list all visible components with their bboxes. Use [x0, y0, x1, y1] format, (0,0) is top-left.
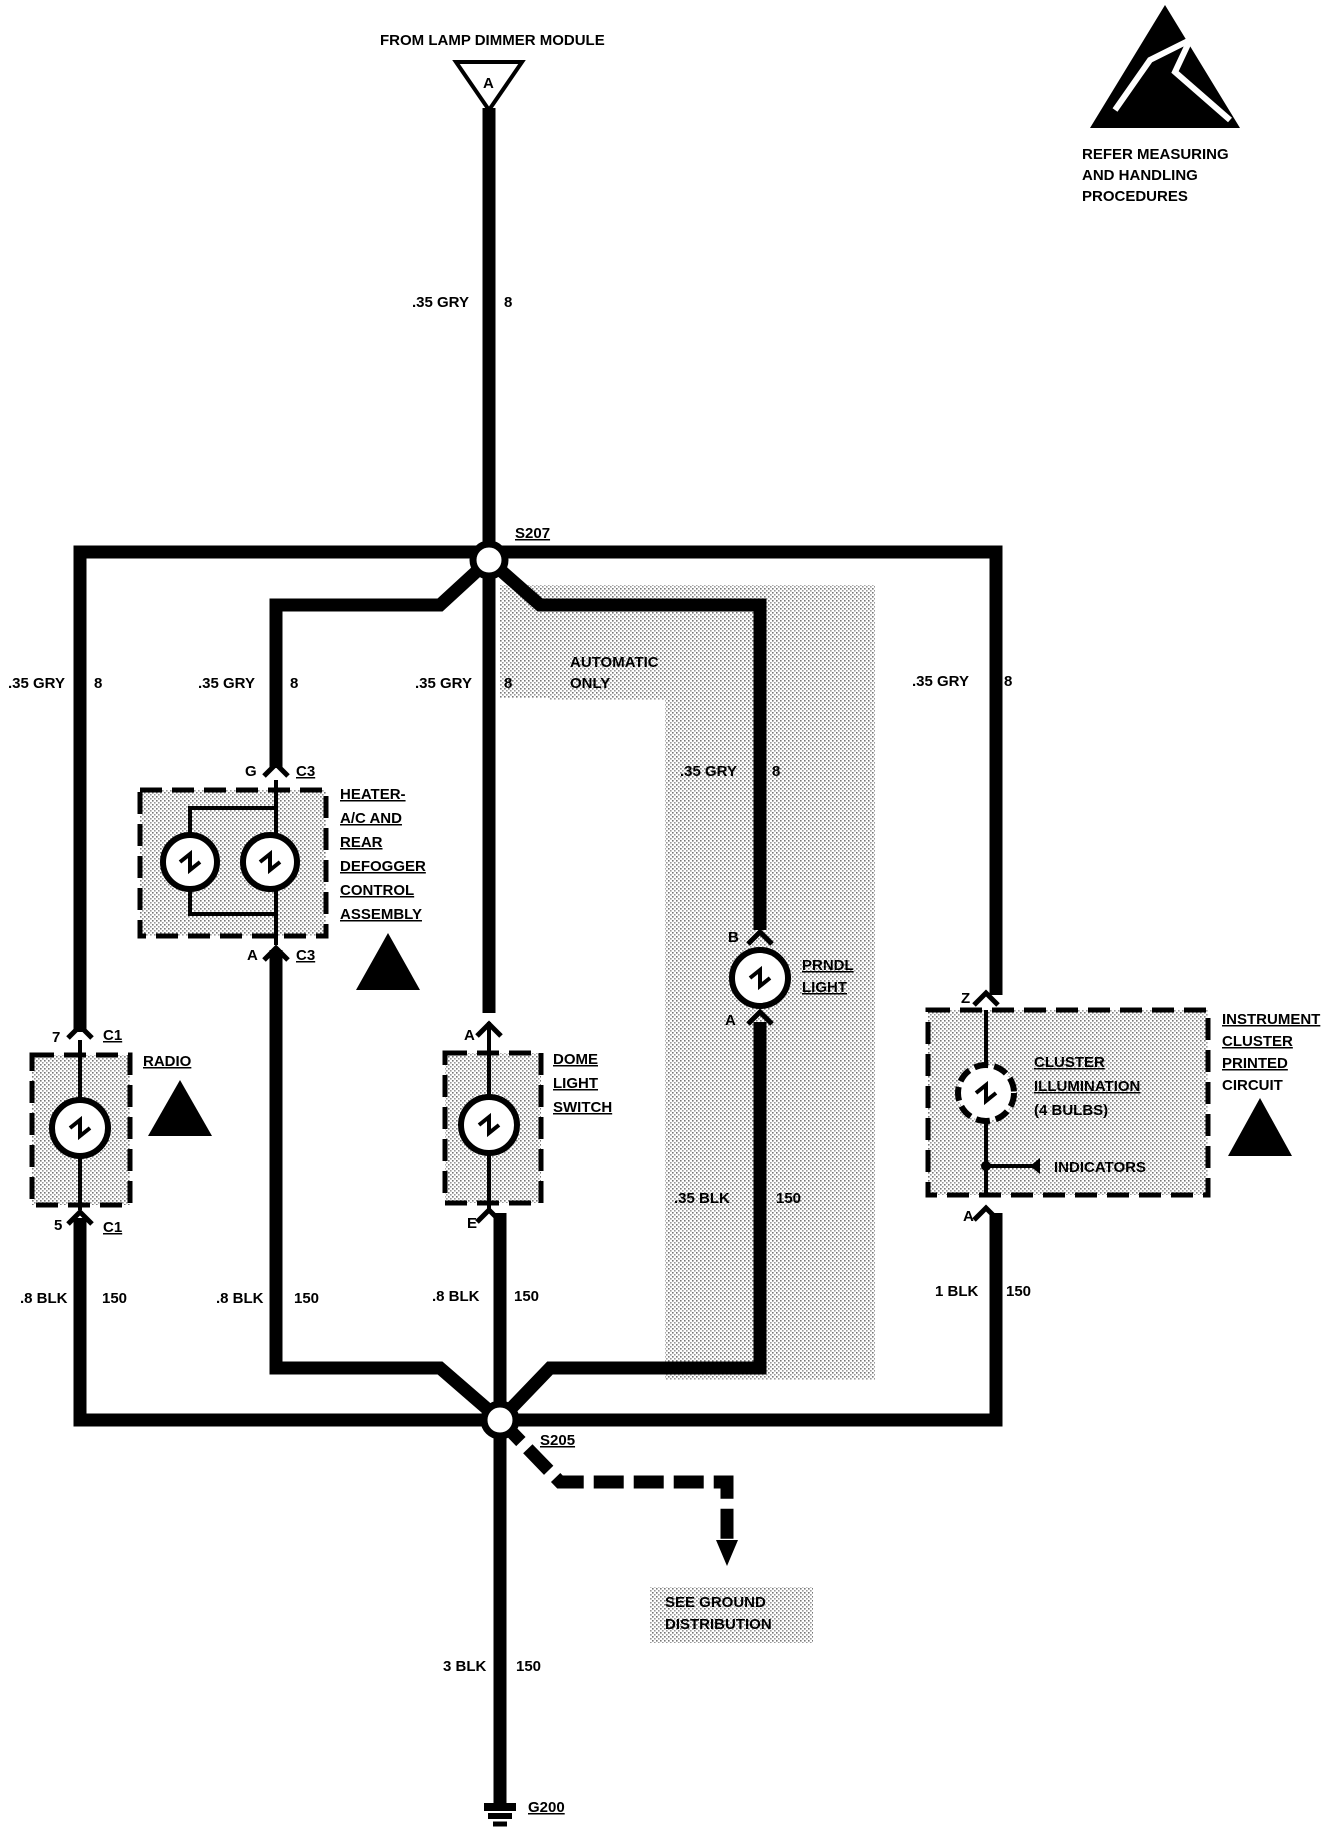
ground-distribution-arrow [716, 1540, 738, 1566]
prndl-component: B A PRNDL LIGHT [725, 928, 854, 1029]
cluster-name-line1: INSTRUMENT [1222, 1011, 1320, 1028]
radio-pin-top: 7 [52, 1029, 60, 1046]
prndl-pin-bottom: A [725, 1012, 736, 1029]
ground-label: G200 [528, 1799, 565, 1816]
heater-component: G C3 A C3 HEATER- A/C AND REAR DEFOGGER … [137, 760, 426, 990]
cluster-gnd-gauge: 1 BLK [935, 1283, 979, 1300]
cluster-feed-circuit: 8 [1004, 673, 1012, 690]
radio-component: 7 C1 5 C1 RADIO [29, 1022, 212, 1236]
heater-conn-bottom: C3 [296, 947, 315, 964]
feed-wires [73, 108, 1003, 1032]
heater-gnd-circuit: 150 [294, 1290, 319, 1307]
prndl-gnd-circuit: 150 [776, 1190, 801, 1207]
heater-name-line2: A/C AND [340, 810, 402, 827]
dome-pin-top: A [464, 1027, 475, 1044]
ground-distribution-line2: DISTRIBUTION [665, 1616, 772, 1633]
radio-name: RADIO [143, 1053, 192, 1070]
cluster-pin-top: Z [961, 990, 970, 1007]
radio-conn-top: C1 [103, 1027, 122, 1044]
dome-feed-gauge: .35 GRY [415, 675, 472, 692]
splice-s207 [469, 540, 509, 580]
heater-pin-top: G [245, 763, 257, 780]
main-gnd-gauge: 3 BLK [443, 1658, 487, 1675]
radio-pin-bottom: 5 [54, 1217, 62, 1234]
dome-component: A E DOME LIGHT SWITCH [442, 1020, 612, 1232]
dome-name-line1: DOME [553, 1051, 598, 1068]
dome-gnd-gauge: .8 BLK [432, 1288, 480, 1305]
cluster-sub-line3: (4 BULBS) [1034, 1102, 1108, 1119]
source-terminal-label: A [483, 75, 494, 92]
cluster-pin-bottom: A [963, 1208, 974, 1225]
splice-s207-label: S207 [515, 525, 550, 542]
source-label: FROM LAMP DIMMER MODULE [380, 32, 605, 49]
dome-pin-bottom: E [467, 1215, 477, 1232]
ground-symbol-icon [484, 1803, 516, 1827]
heater-conn-top: C3 [296, 763, 315, 780]
heater-esd-icon [356, 933, 420, 990]
radio-esd-icon [148, 1080, 212, 1136]
ground-distribution-dashed [495, 1415, 734, 1540]
cluster-feed-gauge: .35 GRY [912, 673, 969, 690]
heater-pin-bottom: A [247, 947, 258, 964]
esd-notice-line2: AND HANDLING [1082, 167, 1198, 184]
dome-name-line3: SWITCH [553, 1099, 612, 1116]
prndl-feed-gauge: .35 GRY [680, 763, 737, 780]
main-feed-gauge: .35 GRY [412, 294, 469, 311]
cluster-gnd-circuit: 150 [1006, 1283, 1031, 1300]
automatic-only-shading [500, 585, 875, 1380]
splice-s205-label: S205 [540, 1432, 575, 1449]
heater-name-line6: ASSEMBLY [340, 906, 422, 923]
cluster-indicators-label: INDICATORS [1054, 1159, 1146, 1176]
radio-feed-circuit: 8 [94, 675, 102, 692]
ground-distribution-tag-bg [650, 1587, 813, 1643]
cluster-component: Z A CLUSTER ILLUMINATION (4 BULBS) INDIC… [925, 989, 1320, 1225]
automatic-only-tag-bg [550, 650, 706, 700]
dome-gnd-circuit: 150 [514, 1288, 539, 1305]
heater-name-line4: DEFOGGER [340, 858, 426, 875]
prndl-name-line2: LIGHT [802, 979, 847, 996]
main-gnd-circuit: 150 [516, 1658, 541, 1675]
heater-feed-circuit: 8 [290, 675, 298, 692]
cluster-name-line2: CLUSTER [1222, 1033, 1293, 1050]
heater-feed-gauge: .35 GRY [198, 675, 255, 692]
wire-labels: .35 GRY 8 .35 GRY 8 .35 GRY 8 .35 GRY 8 … [8, 294, 1031, 1675]
ground-distribution-line1: SEE GROUND [665, 1594, 766, 1611]
source-terminal-triangle [452, 60, 526, 114]
radio-gnd-circuit: 150 [102, 1290, 127, 1307]
radio-feed-gauge: .35 GRY [8, 675, 65, 692]
prndl-feed-circuit: 8 [772, 763, 780, 780]
heater-name-line1: HEATER- [340, 786, 406, 803]
cluster-name-line4: CIRCUIT [1222, 1077, 1283, 1094]
prndl-name-line1: PRNDL [802, 957, 854, 974]
prndl-pin-top: B [728, 929, 739, 946]
cluster-sub-line1: CLUSTER [1034, 1054, 1105, 1071]
dome-feed-circuit: 8 [504, 675, 512, 692]
dome-name-line2: LIGHT [553, 1075, 598, 1092]
esd-notice-line1: REFER MEASURING [1082, 146, 1229, 163]
heater-name-line5: CONTROL [340, 882, 414, 899]
cluster-name-line3: PRINTED [1222, 1055, 1288, 1072]
cluster-sub-line2: ILLUMINATION [1034, 1078, 1140, 1095]
radio-conn-bottom: C1 [103, 1219, 122, 1236]
cluster-esd-icon [1228, 1098, 1292, 1156]
esd-notice-line3: PROCEDURES [1082, 188, 1188, 205]
main-feed-circuit: 8 [504, 294, 512, 311]
heater-name-line3: REAR [340, 834, 383, 851]
automatic-only-line2: ONLY [570, 675, 610, 692]
esd-notice: REFER MEASURING AND HANDLING PROCEDURES [1082, 5, 1240, 205]
automatic-only-line1: AUTOMATIC [570, 654, 659, 671]
radio-gnd-gauge: .8 BLK [20, 1290, 68, 1307]
heater-gnd-gauge: .8 BLK [216, 1290, 264, 1307]
prndl-gnd-gauge: .35 BLK [674, 1190, 730, 1207]
splice-s205 [480, 1400, 520, 1440]
